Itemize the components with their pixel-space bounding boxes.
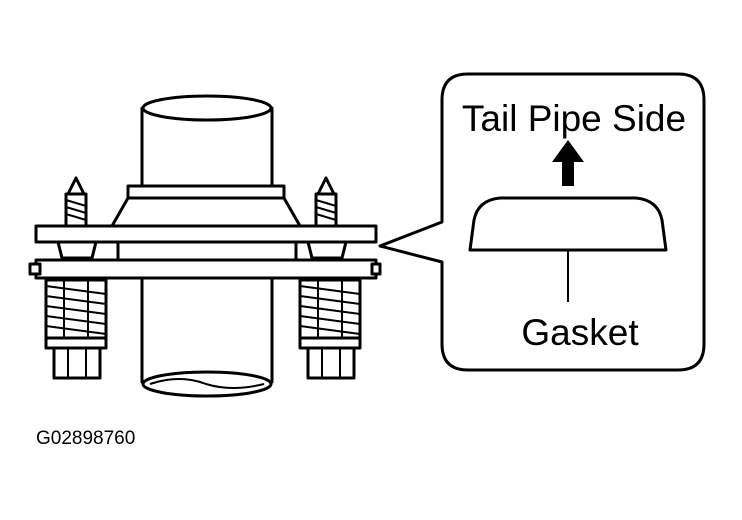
gasket-label: Gasket bbox=[521, 312, 639, 353]
gasket-profile bbox=[468, 196, 668, 302]
left-spring bbox=[44, 278, 108, 340]
left-bolt bbox=[44, 176, 108, 380]
gasket-seat bbox=[116, 240, 298, 262]
lower-flange-plate bbox=[28, 258, 382, 280]
tail-pipe-side-label: Tail Pipe Side bbox=[462, 98, 686, 139]
exhaust-pipe bbox=[140, 94, 274, 398]
figure-code: G02898760 bbox=[36, 428, 135, 449]
up-arrow-icon bbox=[552, 140, 584, 186]
right-bolt bbox=[298, 176, 362, 380]
flange-collar bbox=[110, 184, 302, 228]
upper-flange-plate bbox=[34, 224, 378, 244]
right-spring bbox=[298, 278, 362, 340]
